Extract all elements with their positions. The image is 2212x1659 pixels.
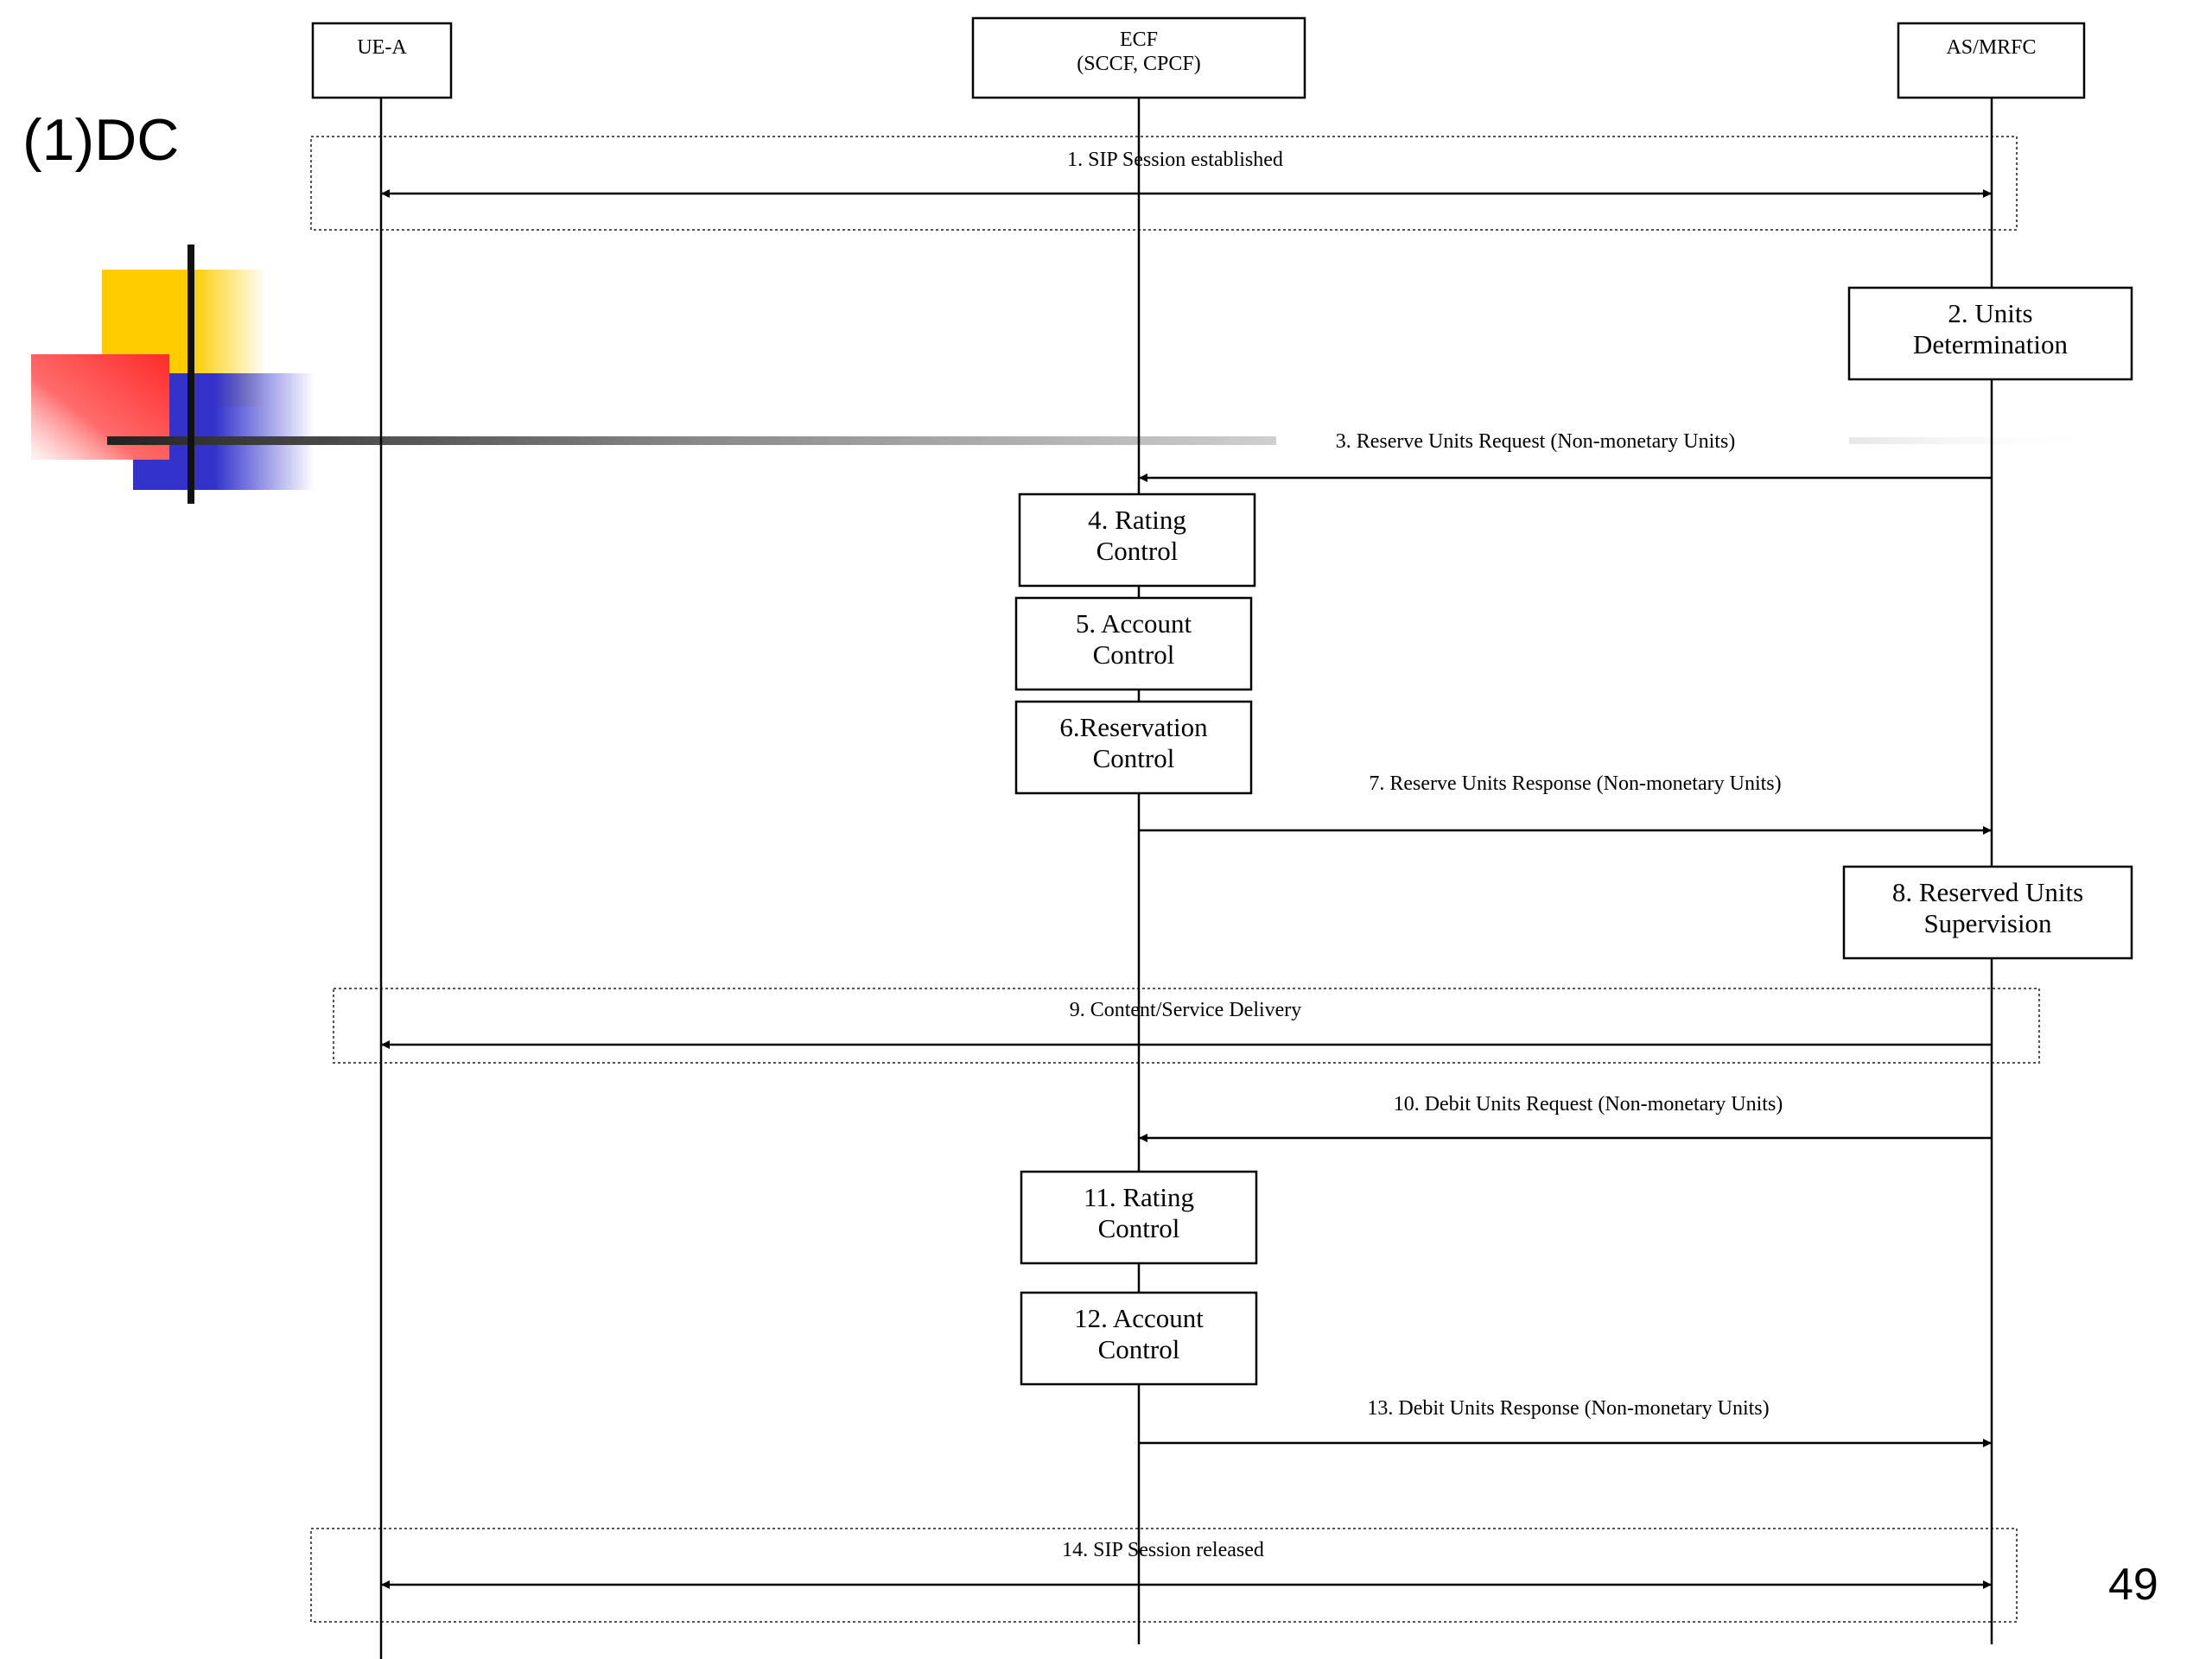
participant-ue: UE-A bbox=[311, 22, 453, 99]
page-number: 49 bbox=[2108, 1560, 2158, 1610]
participant-label-ue: UE-A bbox=[357, 36, 407, 59]
message-m7: 7. Reserve Units Response (Non-monetary … bbox=[1139, 772, 1992, 835]
step-label-s5: Control bbox=[1093, 639, 1175, 670]
message-m13: 13. Debit Units Response (Non-monetary U… bbox=[1139, 1397, 1992, 1447]
message-label-m9: 9. Content/Service Delivery bbox=[1070, 999, 1302, 1021]
step-label-s8: 8. Reserved Units bbox=[1892, 877, 2083, 907]
participant-as: AS/MRFC bbox=[1897, 22, 2086, 99]
decorative-squares bbox=[31, 245, 2108, 504]
step-label-s12: Control bbox=[1098, 1334, 1180, 1364]
step-box-s2 bbox=[1847, 286, 2133, 381]
message-label-m3: 3. Reserve Units Request (Non-monetary U… bbox=[1336, 430, 1736, 453]
participant-ecf: ECF(SCCF, CPCF) bbox=[971, 16, 1306, 99]
step-box-s4 bbox=[1018, 493, 1256, 588]
message-label-m10: 10. Debit Units Request (Non-monetary Un… bbox=[1394, 1093, 1783, 1116]
step-box-s6 bbox=[1014, 700, 1253, 795]
step-label-s11: 11. Rating bbox=[1084, 1182, 1194, 1212]
message-m14: 14. SIP Session released bbox=[381, 1539, 1992, 1589]
step-label-s6: Control bbox=[1093, 743, 1175, 773]
participant-label-ecf: ECF bbox=[1120, 29, 1158, 51]
message-frame-m1 bbox=[310, 136, 2018, 231]
step-label-s6: 6.Reservation bbox=[1059, 712, 1208, 742]
message-m10: 10. Debit Units Request (Non-monetary Un… bbox=[1139, 1093, 1992, 1142]
message-frame-m9 bbox=[333, 988, 2040, 1064]
step-box-s12 bbox=[1020, 1291, 1258, 1386]
message-m3: 3. Reserve Units Request (Non-monetary U… bbox=[1139, 430, 1992, 482]
message-m9: 9. Content/Service Delivery bbox=[381, 999, 1992, 1049]
step-label-s2: Determination bbox=[1913, 329, 2069, 359]
step-label-s2: 2. Units bbox=[1948, 298, 2032, 328]
decor-horizontal-bar bbox=[107, 436, 1276, 445]
participant-label-as: AS/MRFC bbox=[1946, 36, 2036, 59]
step-label-s12: 12. Account bbox=[1074, 1303, 1204, 1333]
message-label-m14: 14. SIP Session released bbox=[1062, 1539, 1264, 1561]
participant-box-as bbox=[1897, 22, 2086, 99]
participant-label-ecf: (SCCF, CPCF) bbox=[1077, 53, 1200, 75]
step-label-s5: 5. Account bbox=[1076, 608, 1192, 639]
message-label-m13: 13. Debit Units Response (Non-monetary U… bbox=[1367, 1397, 1769, 1420]
step-label-s4: Control bbox=[1096, 536, 1179, 566]
message-label-m1: 1. SIP Session established bbox=[1067, 149, 1283, 171]
decor-horizontal-bar-right bbox=[1849, 437, 2108, 444]
step-label-s11: Control bbox=[1098, 1213, 1180, 1243]
step-box-s5 bbox=[1014, 596, 1253, 691]
step-box-s8 bbox=[1842, 865, 2133, 960]
step-label-s4: 4. Rating bbox=[1088, 505, 1186, 535]
step-label-s8: Supervision bbox=[1923, 908, 2052, 938]
message-label-m7: 7. Reserve Units Response (Non-monetary … bbox=[1369, 772, 1781, 795]
decor-vertical-bar bbox=[188, 245, 194, 504]
message-frame-m14 bbox=[310, 1528, 2018, 1623]
message-m1: 1. SIP Session established bbox=[381, 149, 1992, 198]
participant-box-ue bbox=[311, 22, 453, 99]
step-box-s11 bbox=[1020, 1170, 1258, 1265]
participant-box-ecf bbox=[971, 16, 1306, 99]
slide-title: (1)DC bbox=[22, 107, 180, 173]
